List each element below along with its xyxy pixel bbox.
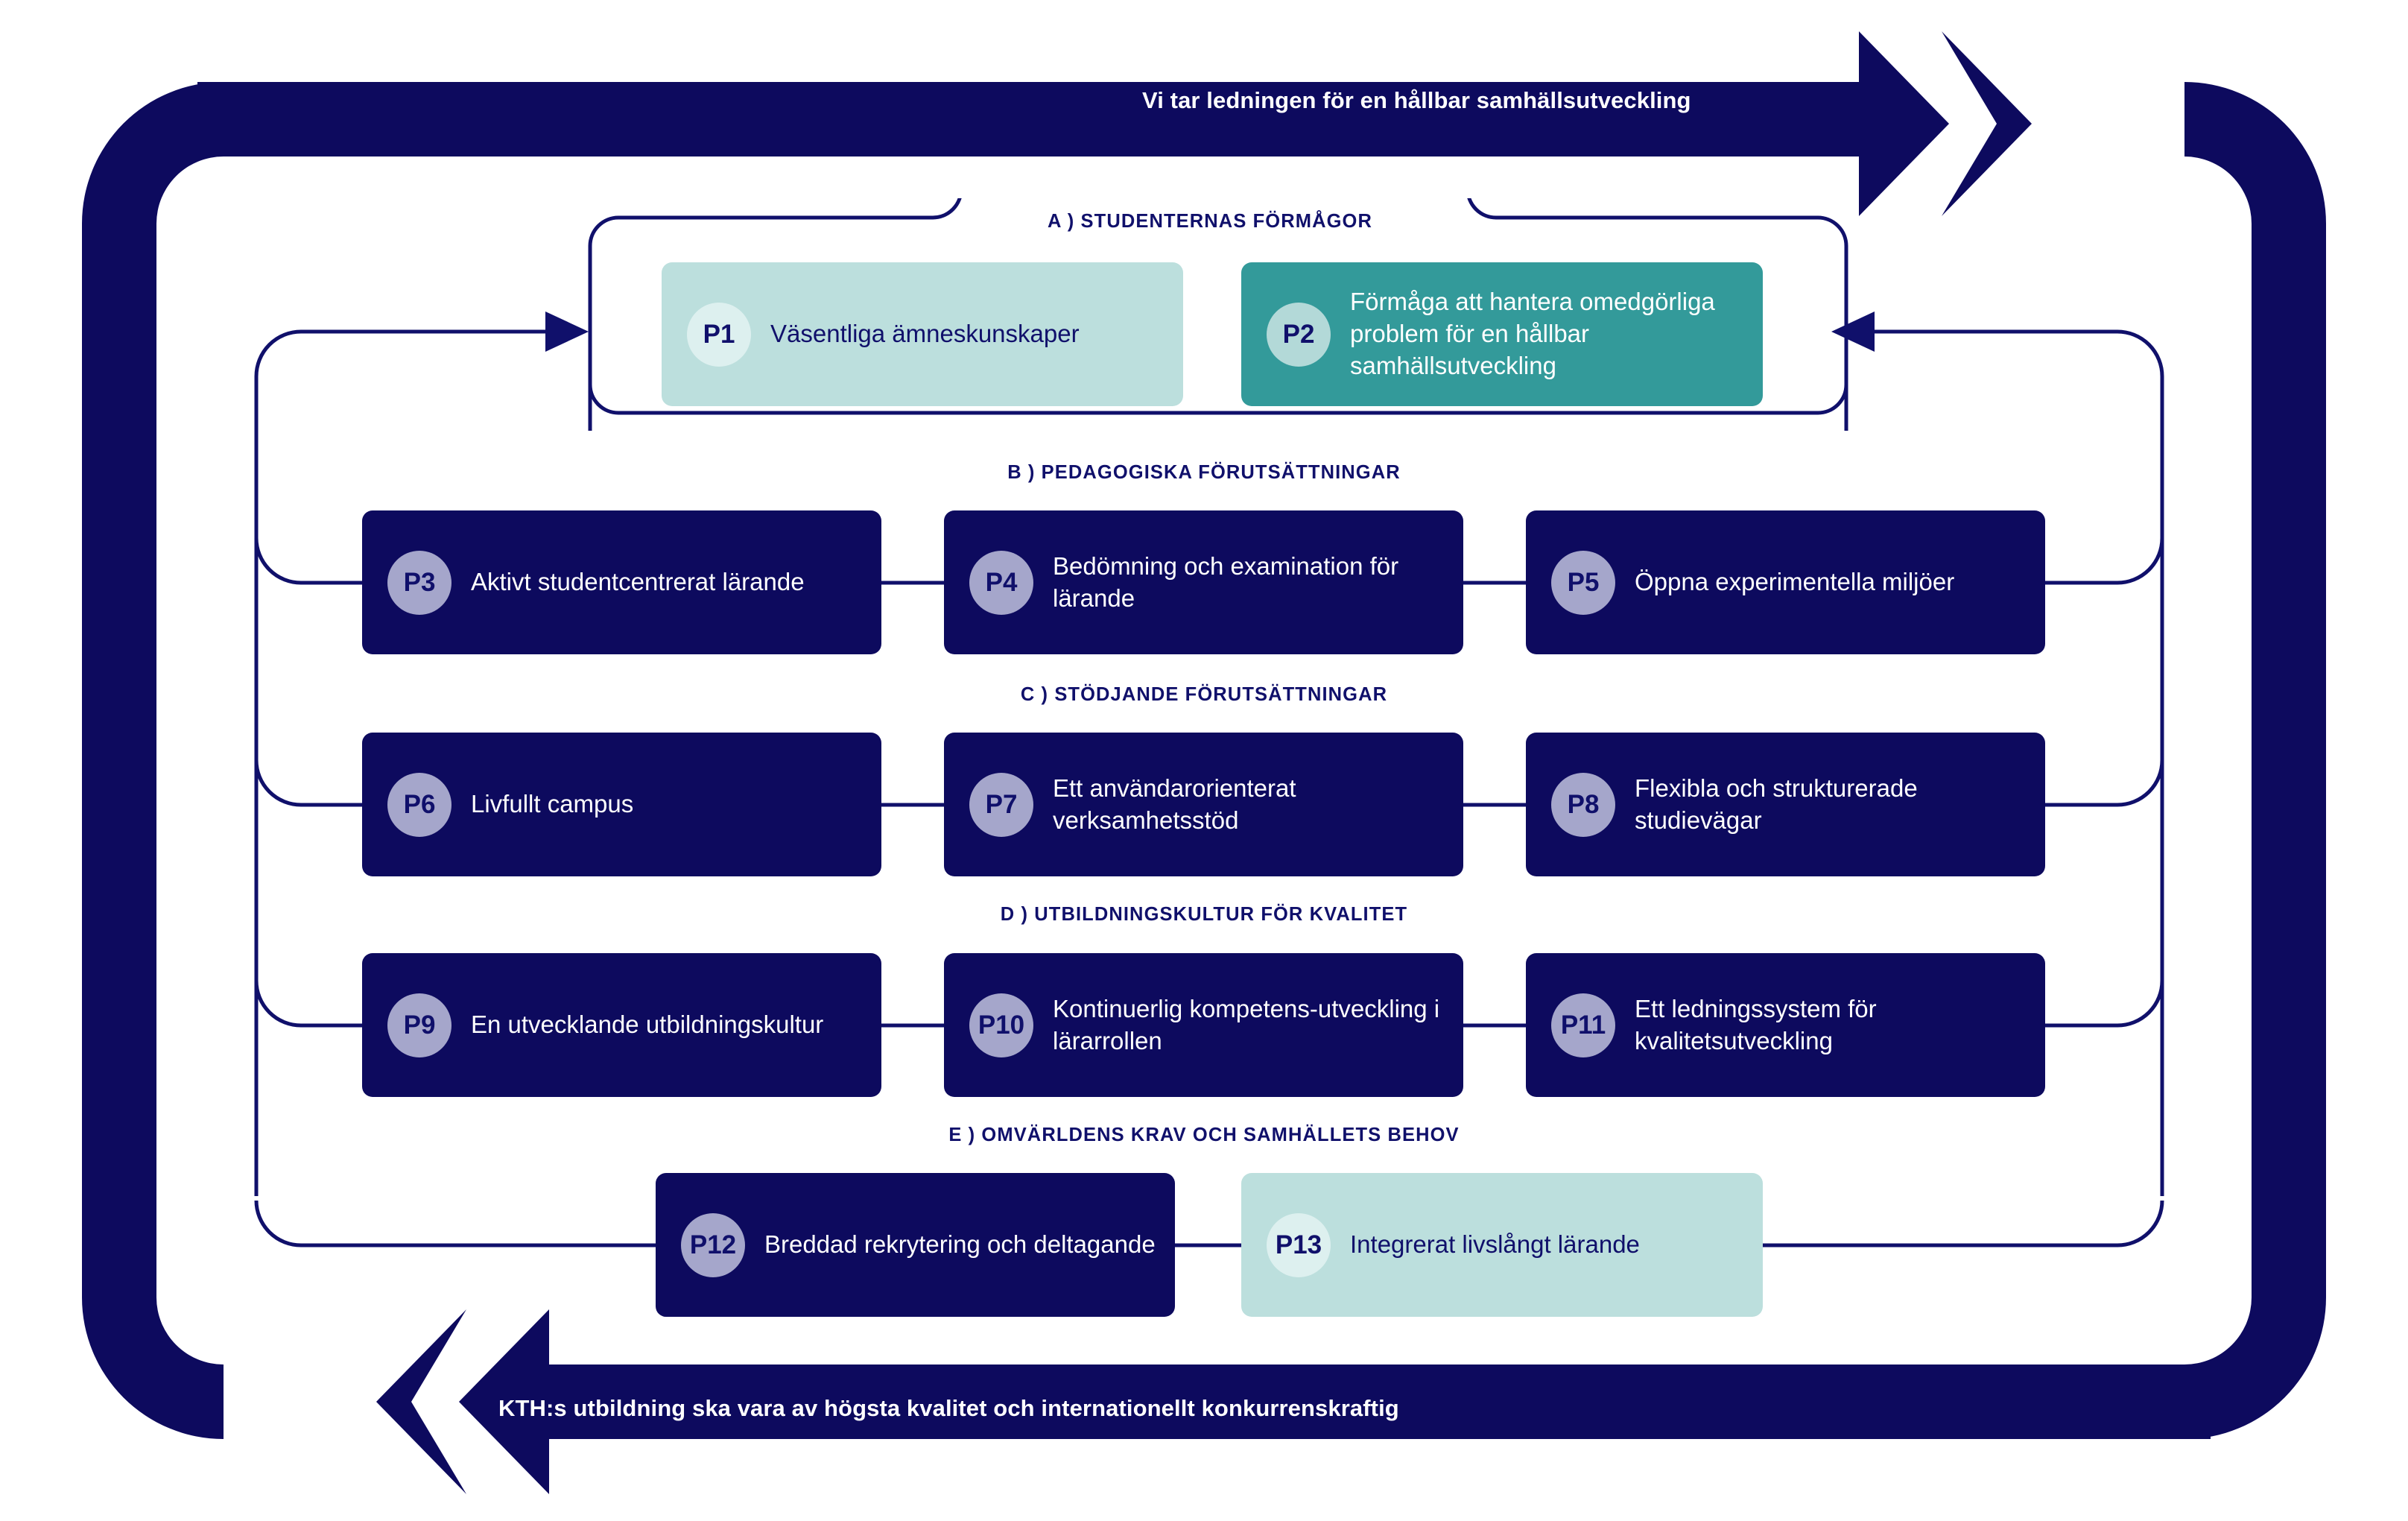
badge-p13: P13 [1267,1212,1331,1277]
label-p5: Öppna experimentella miljöer [1635,568,1955,596]
rail-right-branch-b [2045,537,2164,585]
badge-p10: P10 [969,993,1033,1057]
label-p9: En utvecklande utbildningskultur [471,1011,824,1039]
label-p8: Flexibla och strukturerade studievägar [1635,774,1918,834]
card-p9[interactable]: P9 En utvecklande utbildningskultur [362,953,881,1097]
badge-p7: P7 [969,772,1033,837]
label-p7: Ett användarorienterat verksamhetsstöd [1053,774,1296,834]
badge-p5: P5 [1551,550,1615,615]
ring-left-bar [82,82,224,1439]
section-a-container [571,198,1866,431]
label-p2: Förmåga att hantera omedgörliga problem … [1350,288,1715,379]
rail-left-branch-b [254,537,362,585]
rail-left-branch-e [254,1200,656,1248]
badge-p12: P12 [681,1212,745,1277]
section-a-title: A ) STUDENTERNAS FÖRMÅGOR [1048,211,1372,232]
label-p12: Breddad rekrytering och deltagande [764,1230,1156,1259]
label-p1: Väsentliga ämneskunskaper [770,320,1080,348]
badge-p1: P1 [687,302,751,367]
rail-right-branch-c [2045,759,2164,807]
label-p13: Integrerat livslångt lärande [1350,1230,1640,1259]
badge-p9: P9 [387,993,452,1057]
section-b-title: B ) PEDAGOGISKA FÖRUTSÄTTNINGAR [1007,462,1401,483]
rail-left-branch-d [254,980,362,1028]
label-p4: Bedömning och examination för lärande [1053,551,1399,612]
card-p11[interactable]: P11 Ett ledningssystem för kvalitetsutve… [1526,953,2045,1097]
label-p3: Aktivt studentcentrerat lärande [471,568,805,596]
label-p6: Livfullt campus [471,790,634,818]
card-p7[interactable]: P7 Ett användarorienterat verksamhetsstö… [944,733,1463,876]
badge-p11: P11 [1551,993,1615,1057]
badge-p3: P3 [387,550,452,615]
ring-right-bar [2184,82,2326,1439]
card-p6[interactable]: P6 Livfullt campus [362,733,881,876]
card-p13[interactable]: P13 Integrerat livslångt lärande [1241,1173,1763,1317]
section-d-title: D ) UTBILDNINGSKULTUR FÖR KVALITET [1000,904,1408,925]
label-p10: Kontinuerlig kompetens-utveckling i lära… [1053,994,1440,1054]
section-e-title: E ) OMVÄRLDENS KRAV OCH SAMHÄLLETS BEHOV [948,1125,1460,1145]
rail-right-branch-d [2045,980,2164,1028]
card-p3[interactable]: P3 Aktivt studentcentrerat lärande [362,510,881,654]
arrow-right-icon [197,31,2032,216]
badge-p4: P4 [969,550,1033,615]
rail-right-branch-a [1875,329,2164,377]
card-p10[interactable]: P10 Kontinuerlig kompetens-utveckling i … [944,953,1463,1097]
card-p2[interactable]: P2 Förmåga att hantera omedgörliga probl… [1241,262,1763,406]
card-p5[interactable]: P5 Öppna experimentella miljöer [1526,510,2045,654]
rail-right-branch-e [1763,1200,2164,1248]
section-c-title: C ) STÖDJANDE FÖRUTSÄTTNINGAR [1020,684,1388,705]
badge-p2: P2 [1267,302,1331,367]
card-p4[interactable]: P4 Bedömning och examination för lärande [944,510,1463,654]
bottom-banner-label: KTH:s utbildning ska vara av högsta kval… [498,1395,1399,1421]
card-p1[interactable]: P1 Väsentliga ämneskunskaper [662,262,1183,406]
rail-left-branch-a [254,329,545,377]
badge-p8: P8 [1551,772,1615,837]
badge-p6: P6 [387,772,452,837]
label-p11: Ett ledningssystem för kvalitetsutveckli… [1635,994,1877,1054]
card-p8[interactable]: P8 Flexibla och strukturerade studieväga… [1526,733,2045,876]
card-p12[interactable]: P12 Breddad rekrytering och deltagande [656,1173,1175,1317]
top-banner-label: Vi tar ledningen för en hållbar samhälls… [1142,87,1691,113]
rail-left-branch-c [254,759,362,807]
